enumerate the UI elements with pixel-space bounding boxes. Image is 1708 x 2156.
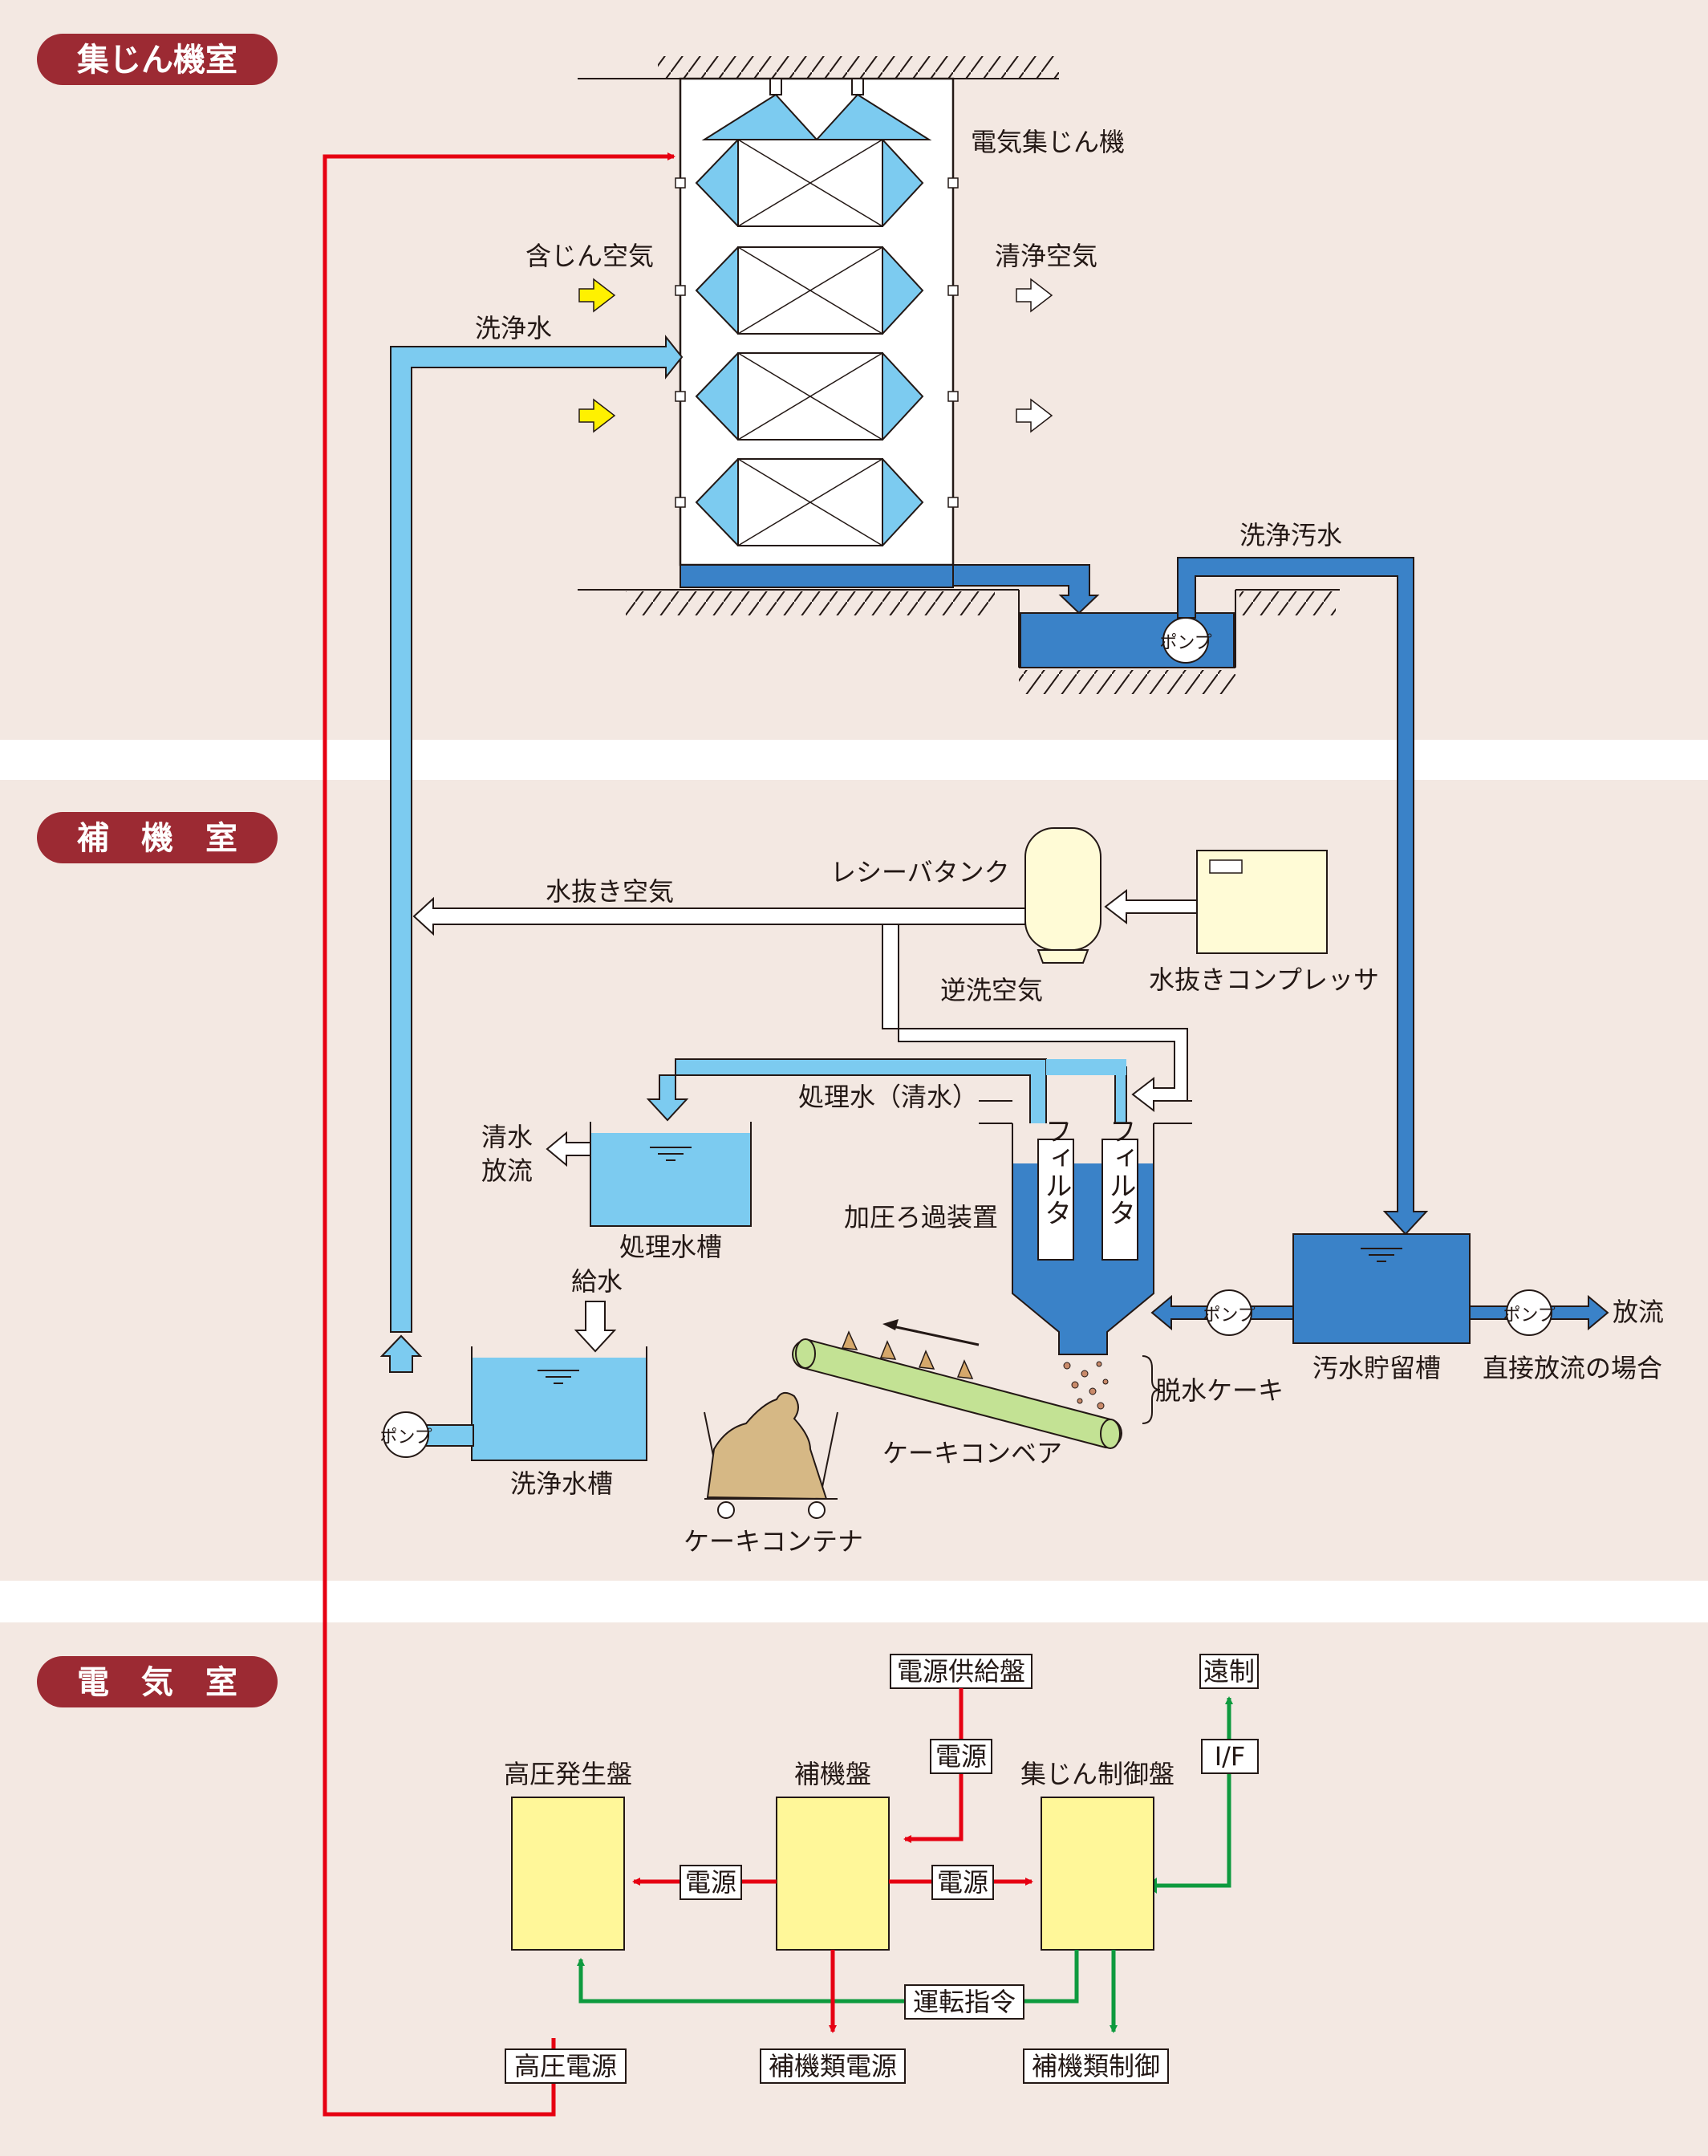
clean-discharge-label: 放流: [481, 1155, 533, 1186]
clean-air-arrow: [1016, 398, 1053, 433]
clean-discharge-arrow: [546, 1131, 591, 1167]
pump-label: ポンプ: [1159, 633, 1211, 653]
run-command-box: 運転指令: [904, 1984, 1024, 2020]
wash-pump-pipe: [424, 1424, 474, 1447]
pressure-filter-label: 加圧ろ過装置: [844, 1202, 998, 1232]
backwash-air-label: 逆洗空気: [940, 975, 1043, 1005]
waste-storage-tank: [1292, 1233, 1471, 1344]
pump-label: ポンプ: [379, 1427, 432, 1447]
wash-water-label: 洗浄水: [475, 313, 552, 343]
aux-control-label: 補機類制御: [1032, 2051, 1160, 2081]
compressor-label: 水抜きコンプレッサ: [1149, 964, 1379, 995]
dusty-air-arrow: [578, 278, 616, 313]
cake-conveyor-label: ケーキコンベア: [882, 1438, 1062, 1468]
dewatered-cake: [1063, 1361, 1109, 1410]
section-bg-aux: [0, 780, 1708, 1581]
filter-label: フィルタ: [1040, 1117, 1072, 1226]
treated-water-pipe: [646, 1058, 1047, 1172]
section-label: 集じん機室: [76, 42, 237, 79]
drain-air-label: 水抜き空気: [546, 876, 674, 907]
hv-power-box: 高圧電源: [505, 2048, 627, 2084]
power-supply-line: [903, 1688, 964, 1843]
backwash-air-pipe: [882, 924, 1188, 1113]
pump-label: ポンプ: [1203, 1305, 1255, 1326]
run-command-label: 運転指令: [913, 1987, 1016, 2017]
treated-water-label: 処理水（清水）: [798, 1082, 978, 1112]
section-badge-electric: 電 気 室: [37, 1656, 278, 1707]
section-label: 補 機 室: [77, 820, 237, 857]
filter-label: フィルタ: [1104, 1117, 1136, 1226]
wash-tank-label: 洗浄水槽: [510, 1468, 613, 1499]
receiver-tank: [1024, 827, 1101, 964]
control-panel-label: 集じん制御盤: [1020, 1759, 1175, 1789]
aux-panel: [776, 1797, 890, 1951]
hv-power-line: [323, 152, 675, 2117]
dusty-air-label: 含じん空気: [525, 241, 654, 271]
hv-panel: [511, 1797, 625, 1951]
esp-drain-pipe: [952, 564, 1100, 615]
remote-box: 遠制: [1199, 1654, 1259, 1689]
cake-brace: [1142, 1355, 1161, 1424]
sump-pump: ポンプ: [1159, 617, 1212, 664]
floor: [578, 589, 1340, 694]
ceiling: [578, 56, 1059, 79]
pump-label: ポンプ: [1503, 1305, 1555, 1326]
section-badge-aux: 補 機 室: [37, 812, 278, 863]
hv-power-label: 高圧電源: [514, 2051, 617, 2081]
power-box-top: 電源: [930, 1739, 992, 1774]
supply-water-label: 給水: [571, 1266, 623, 1297]
receiver-tank-label: レシーバタンク: [830, 857, 1010, 887]
power-supply-panel-label: 電源供給盤: [897, 1656, 1025, 1687]
esp-label: 電気集じん機: [971, 127, 1125, 157]
section-badge-collector: 集じん機室: [37, 34, 278, 85]
power-supply-panel-box: 電源供給盤: [890, 1654, 1033, 1689]
dewatered-cake-label: 脱水ケーキ: [1155, 1375, 1284, 1406]
wash-waste-label: 洗浄汚水: [1239, 520, 1342, 550]
wash-water-pipe: [379, 335, 684, 1373]
aux-power-box: 補機類電源: [760, 2048, 906, 2084]
wash-water-tank: [471, 1346, 647, 1461]
power-label: 電源: [935, 1741, 987, 1772]
if-box: I/F: [1201, 1739, 1259, 1774]
power-label: 電源: [685, 1867, 736, 1898]
run-command-line: [577, 1950, 1079, 2004]
discharge-label: 放流: [1613, 1297, 1664, 1327]
treated-water-pipe-3: [1046, 1059, 1126, 1075]
compressor-to-tank-arrow: [1104, 888, 1198, 925]
filter-feed-pump: ポンプ: [1203, 1289, 1256, 1336]
treated-tank-label: 処理水槽: [619, 1232, 722, 1262]
clean-air-arrow: [1016, 278, 1053, 313]
power-box-right: 電源: [931, 1865, 994, 1900]
section-label: 電 気 室: [77, 1664, 237, 1701]
power-label: 電源: [937, 1867, 988, 1898]
pressure-filter: [979, 1100, 1192, 1355]
clean-air-label: 清浄空気: [995, 241, 1097, 271]
clean-discharge-label: 清水: [481, 1122, 533, 1152]
wash-pump: ポンプ: [379, 1411, 432, 1458]
esp-unit: [675, 77, 959, 588]
discharge-pump: ポンプ: [1503, 1289, 1556, 1336]
cake-container-label: ケーキコンテナ: [684, 1526, 863, 1557]
aux-power-label: 補機類電源: [769, 2051, 897, 2081]
direct-discharge-label: 直接放流の場合: [1483, 1353, 1662, 1383]
if-label: I/F: [1215, 1741, 1246, 1772]
waste-tank-label: 汚水貯留槽: [1312, 1353, 1441, 1383]
cake-container: [704, 1391, 838, 1519]
dusty-air-arrow: [578, 398, 616, 433]
compressor: [1196, 850, 1328, 954]
aux-control-box: 補機類制御: [1023, 2048, 1169, 2084]
supply-water-arrow: [574, 1301, 617, 1353]
control-panel: [1041, 1797, 1154, 1951]
power-box-left: 電源: [680, 1865, 742, 1900]
drain-air-pipe: [412, 896, 1026, 936]
wash-waste-pipe: [1177, 557, 1429, 1236]
hv-panel-label: 高圧発生盤: [504, 1759, 632, 1789]
cake-conveyor: [792, 1319, 1122, 1449]
treated-water-tank: [590, 1122, 752, 1227]
remote-label: 遠制: [1203, 1656, 1255, 1687]
aux-panel-label: 補機盤: [794, 1759, 871, 1789]
